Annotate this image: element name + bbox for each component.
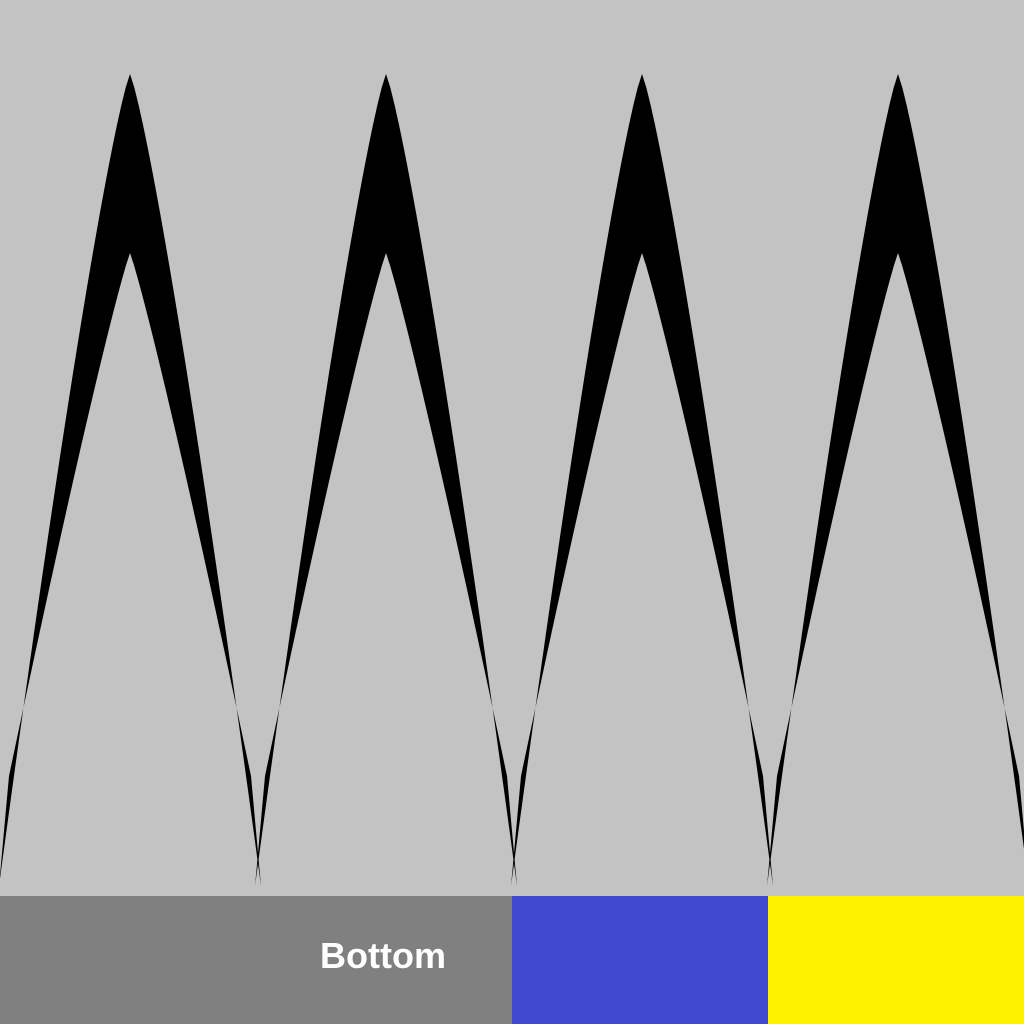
wave-figure — [0, 74, 1024, 886]
bottom-bar: Bottom — [0, 896, 1024, 1024]
bottom-label: Bottom — [320, 935, 446, 976]
wave-arch — [255, 74, 517, 886]
bottom-segment-blue — [512, 896, 768, 1024]
bottom-segment-yellow — [768, 896, 1024, 1024]
wave-arch — [767, 74, 1024, 886]
bottom-segment-gray: Bottom — [0, 896, 512, 1024]
wave-arch — [511, 74, 773, 886]
wave-shape — [0, 74, 1024, 886]
wave-arch — [0, 74, 261, 886]
